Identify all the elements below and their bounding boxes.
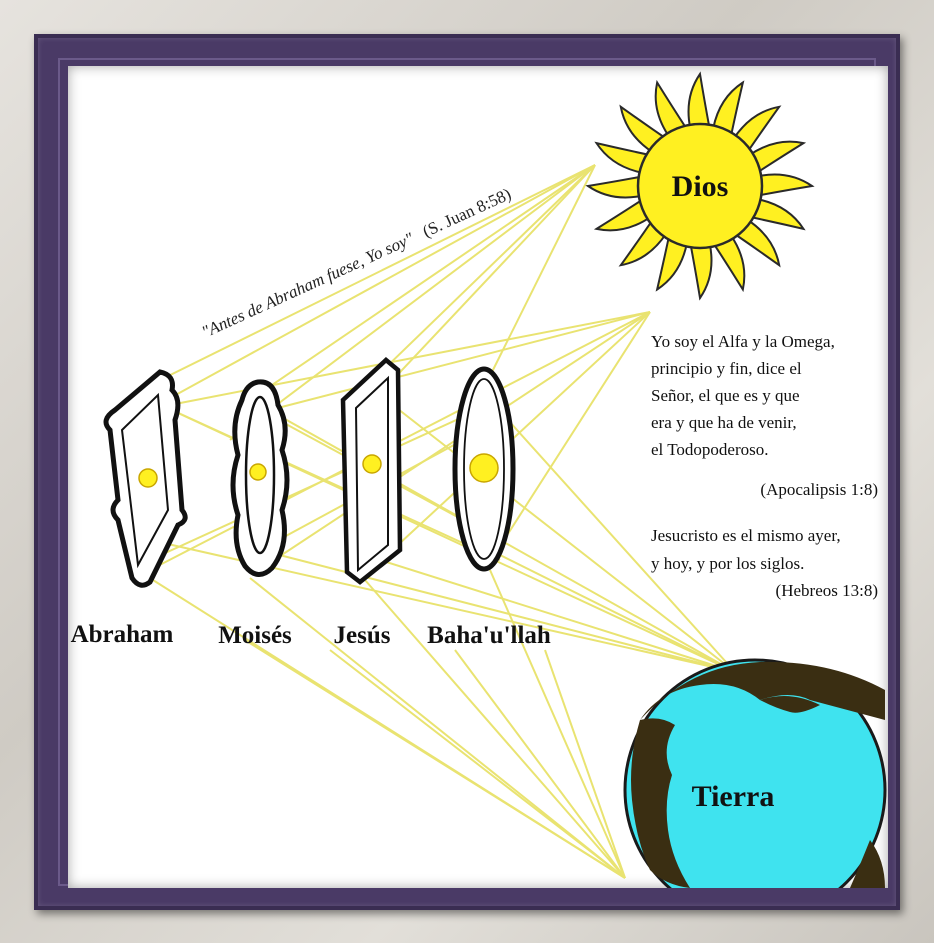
label-abraham: Abraham: [71, 621, 174, 648]
sun-ray: [588, 176, 643, 197]
ray: [330, 650, 625, 878]
label-moises: Moisés: [218, 622, 292, 649]
ray: [380, 560, 735, 672]
label-bahaullah: Baha'u'llah: [427, 622, 551, 649]
mirror-bahaullah: [455, 369, 513, 569]
verse-line: era y que ha de venir,: [651, 413, 797, 432]
verse-reference: (Hebreos 13:8): [776, 581, 878, 600]
sun: Dios: [588, 74, 812, 298]
quote: "Antes de Abraham fuese, Yo soy" (S. Jua…: [199, 184, 514, 341]
verse-line: Yo soy el Alfa y la Omega,: [651, 332, 835, 351]
mirror-sun-icon: [139, 469, 157, 487]
ray: [245, 640, 625, 878]
verse-line: Jesucristo es el mismo ayer,: [651, 526, 841, 545]
ray: [150, 540, 735, 672]
mirror-jesus: [343, 360, 400, 582]
ray: [545, 650, 625, 878]
frame-inner: [356, 378, 388, 570]
quote-text: "Antes de Abraham fuese, Yo soy" (S. Jua…: [199, 184, 514, 341]
ray: [150, 165, 595, 385]
verse-hebreos: Jesucristo es el mismo ayer, y hoy, y po…: [651, 526, 878, 600]
mirror-moises: [233, 382, 287, 575]
mirror-sun-icon: [470, 454, 498, 482]
label-jesus: Jesús: [334, 622, 391, 649]
earth: Tierra: [625, 660, 885, 920]
ray: [270, 312, 650, 410]
sun-ray: [689, 74, 710, 129]
mirror-abraham: [106, 372, 185, 585]
mirror-sun-icon: [250, 464, 266, 480]
earth-label: Tierra: [692, 780, 775, 813]
mirror-sun-icon: [363, 455, 381, 473]
verse-line: y hoy, y por los siglos.: [651, 554, 804, 573]
verse-apocalipsis: Yo soy el Alfa y la Omega, principio y f…: [651, 332, 878, 499]
verse-line: principio y fin, dice el: [651, 359, 802, 378]
sun-ray: [757, 175, 812, 196]
sun-label: Dios: [672, 170, 729, 203]
verse-reference: (Apocalipsis 1:8): [760, 480, 878, 499]
sun-ray: [690, 243, 711, 298]
verse-line: Señor, el que es y que: [651, 386, 800, 405]
verse-line: el Todopoderoso.: [651, 440, 768, 459]
